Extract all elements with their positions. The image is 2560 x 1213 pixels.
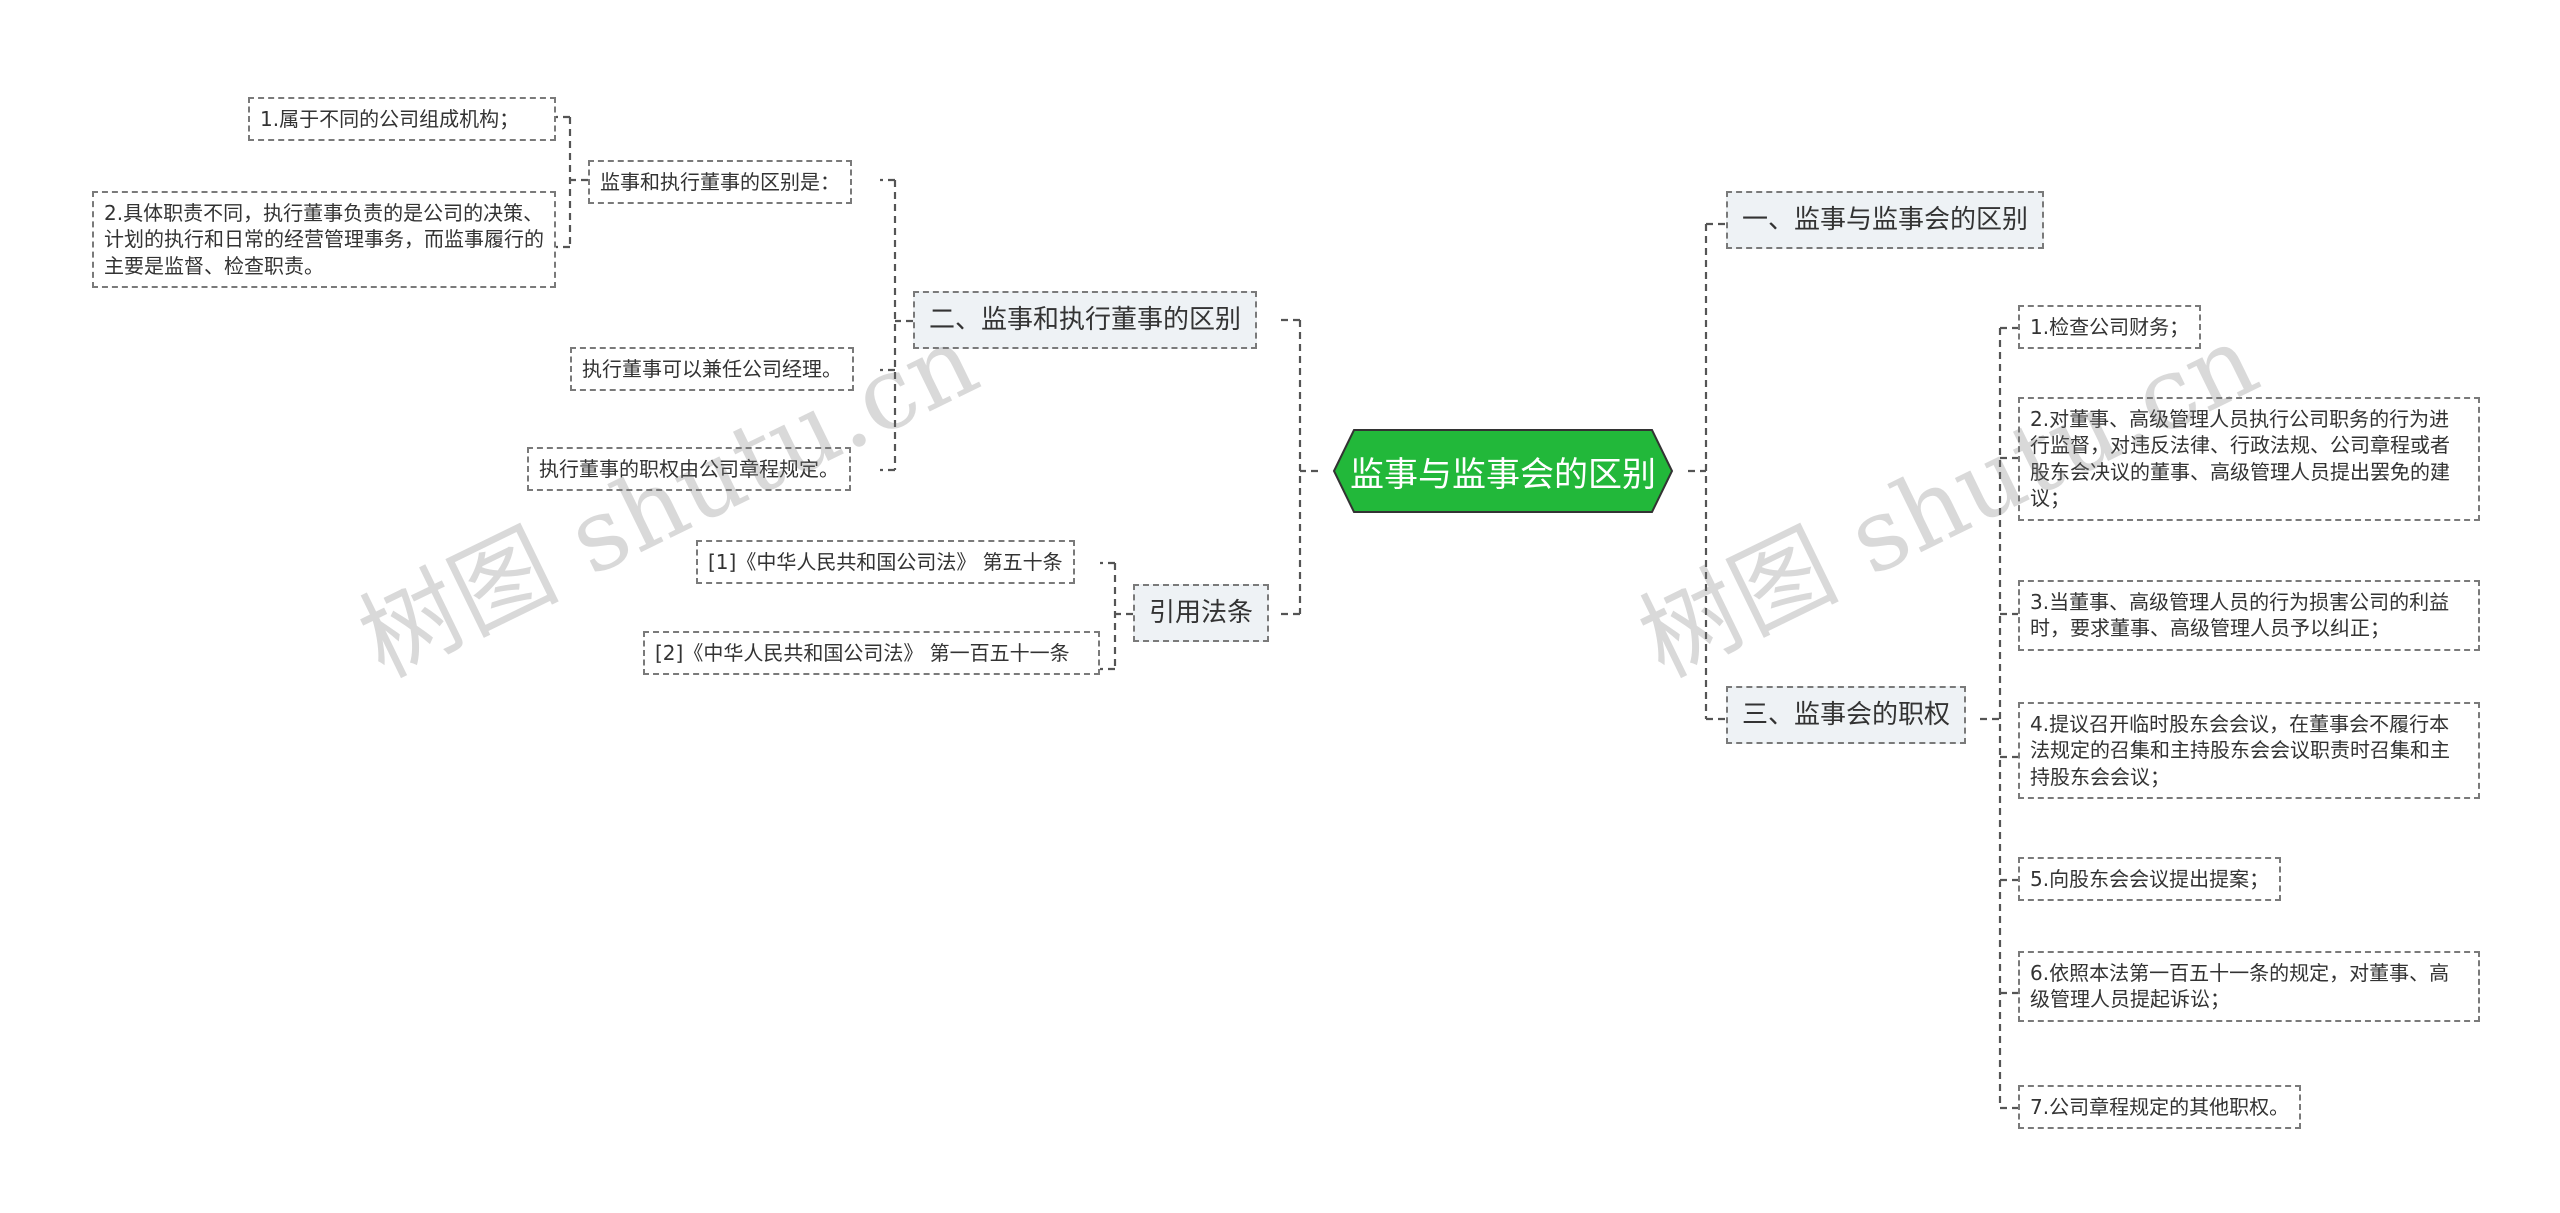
power-item-4[interactable]: 4.提议召开临时股东会会议，在董事会不履行本法规定的召集和主持股东会会议职责时召… <box>2018 702 2480 800</box>
branch-supervisor-vs-director[interactable]: 二、监事和执行董事的区别 <box>913 291 1258 350</box>
root-node[interactable]: 监事与监事会的区别 <box>1318 428 1688 514</box>
power-item-1[interactable]: 1.检查公司财务； <box>2018 305 2202 350</box>
power-item-2[interactable]: 2.对董事、高级管理人员执行公司职务的行为进行监督，对违反法律、行政法规、公司章… <box>2018 397 2480 521</box>
citation-article-50[interactable]: [1]《中华人民共和国公司法》 第五十条 <box>696 540 1075 585</box>
power-item-3[interactable]: 3.当董事、高级管理人员的行为损害公司的利益时，要求董事、高级管理人员予以纠正； <box>2018 580 2480 651</box>
branch-board-powers[interactable]: 三、监事会的职权 <box>1726 686 1967 745</box>
branch-cited-laws[interactable]: 引用法条 <box>1133 584 1270 643</box>
leaf-director-as-manager[interactable]: 执行董事可以兼任公司经理。 <box>570 347 854 392</box>
citation-article-151[interactable]: [2]《中华人民共和国公司法》 第一百五十一条 <box>643 631 1100 676</box>
branch-supervisor-vs-board[interactable]: 一、监事与监事会的区别 <box>1726 191 2045 250</box>
leaf-director-powers[interactable]: 执行董事的职权由公司章程规定。 <box>527 447 851 492</box>
power-item-7[interactable]: 7.公司章程规定的其他职权。 <box>2018 1085 2302 1130</box>
power-item-5[interactable]: 5.向股东会会议提出提案； <box>2018 857 2282 902</box>
leaf-different-organs[interactable]: 1.属于不同的公司组成机构； <box>248 97 556 142</box>
root-hexagon <box>1332 429 1674 513</box>
sub-node-differences[interactable]: 监事和执行董事的区别是： <box>588 160 852 205</box>
root-title: 监事与监事会的区别 <box>1350 454 1656 495</box>
leaf-different-duties[interactable]: 2.具体职责不同，执行董事负责的是公司的决策、计划的执行和日常的经营管理事务，而… <box>92 191 556 289</box>
power-item-6[interactable]: 6.依照本法第一百五十一条的规定，对董事、高级管理人员提起诉讼； <box>2018 951 2480 1022</box>
